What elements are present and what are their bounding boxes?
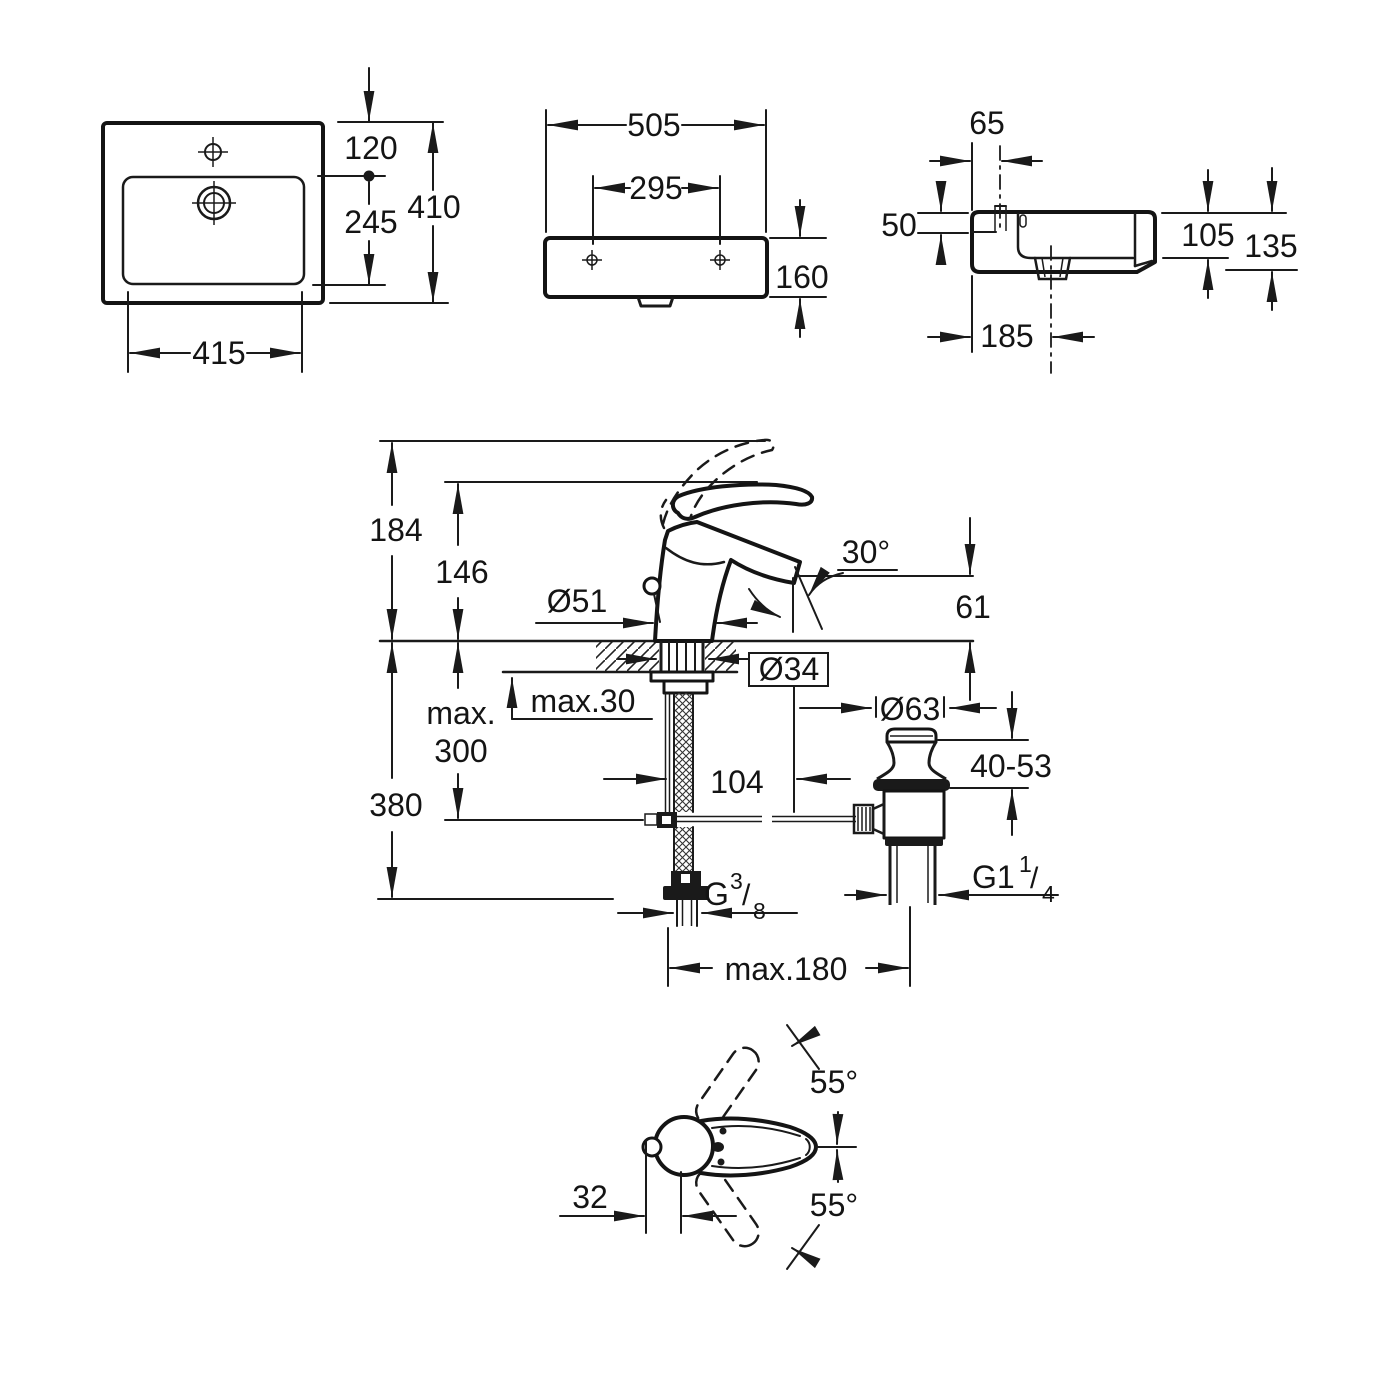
dim-max300-prefix: max. <box>426 695 495 731</box>
dim-max300: max. 300 <box>426 642 644 821</box>
faucet-handle-raised <box>659 438 775 530</box>
dim-185-label: 185 <box>980 318 1033 354</box>
handle-cap <box>653 1115 715 1177</box>
dim-120-label: 120 <box>344 130 397 166</box>
dim-d34-label: Ø34 <box>759 651 819 687</box>
swing-up-annotation: 55° <box>786 1024 858 1100</box>
handle-raised-position <box>694 1046 760 1127</box>
dim-120-245: 120 245 <box>312 67 444 286</box>
bowl-section <box>1016 212 1135 260</box>
g38-sup: 3 <box>730 868 743 894</box>
pullrod-knob <box>642 576 662 596</box>
mounting-shank <box>649 641 715 695</box>
dim-185: 185 <box>927 275 1095 354</box>
dim-d34: Ø34 <box>617 651 829 813</box>
drain-section <box>1033 256 1072 281</box>
dim-max30-label: max.30 <box>531 683 636 719</box>
popup-waste-valve <box>852 727 950 905</box>
basin-front-view: 505 295 160 <box>543 107 829 338</box>
dim-415-label: 415 <box>192 335 245 371</box>
dim-65-label: 65 <box>969 105 1005 141</box>
swing-down-annotation: 55° <box>786 1187 858 1270</box>
dim-55down-label: 55° <box>810 1187 858 1223</box>
pullrod-upper <box>653 593 661 623</box>
dim-295-label: 295 <box>629 170 682 206</box>
dim-50-label: 50 <box>881 207 917 243</box>
basin-plan-view: 120 245 410 415 <box>101 67 461 373</box>
dim-d63-label: Ø63 <box>880 691 940 727</box>
g114-main: G1 <box>972 859 1015 895</box>
tap-hole-symbol <box>198 137 228 167</box>
dim-146-label: 146 <box>435 554 488 590</box>
spout-angle-annotation: 30° <box>748 534 898 633</box>
faucet-body <box>653 520 802 643</box>
dim-max180: max.180 <box>667 906 911 987</box>
dim-295: 295 <box>592 170 721 245</box>
dim-50: 50 <box>881 181 969 265</box>
dim-55up-label: 55° <box>810 1064 858 1100</box>
g114-sub: 4 <box>1042 881 1055 907</box>
dim-65: 65 <box>929 105 1043 211</box>
blade-tip-detail <box>805 1138 811 1156</box>
dim-4053-label: 40-53 <box>970 748 1052 784</box>
dim-135-label: 135 <box>1244 228 1297 264</box>
dim-105-label: 105 <box>1181 217 1234 253</box>
dim-410: 410 <box>329 122 461 304</box>
dim-105-135: 105 135 <box>1161 167 1298 311</box>
dim-4053: 40-53 <box>937 691 1052 836</box>
dim-505: 505 <box>545 107 767 233</box>
dim-380: 380 <box>369 642 614 900</box>
dim-380-label: 380 <box>369 787 422 823</box>
dim-505-label: 505 <box>627 107 680 143</box>
faucet-handle <box>670 482 815 521</box>
overflow-mark <box>1019 214 1027 228</box>
dim-30deg-label: 30° <box>842 534 890 570</box>
dim-d51-label: Ø51 <box>547 583 607 619</box>
drain-symbol <box>192 181 236 225</box>
mount-hole-left <box>582 250 602 270</box>
g114-slash: / <box>1030 862 1039 895</box>
dim-410-label: 410 <box>407 189 460 225</box>
dim-104: 104 <box>603 764 851 800</box>
supply-hose <box>663 692 709 927</box>
pullrod-horizontal <box>644 812 856 828</box>
faucet-front-view: 30° 184 146 380 max. 300 <box>369 438 1059 987</box>
dim-415: 415 <box>127 291 303 373</box>
blade-detail-bottom <box>711 1157 801 1169</box>
g114-sup: 1 <box>1019 851 1032 877</box>
g38-sub: 8 <box>753 898 766 924</box>
dim-245-label: 245 <box>344 204 397 240</box>
blade-detail-top <box>711 1125 801 1137</box>
g38-slash: / <box>742 879 751 912</box>
dim-160: 160 <box>769 199 829 338</box>
handle-rod-knob <box>641 1136 663 1158</box>
basin-side-view: 65 50 105 135 185 <box>881 105 1298 374</box>
dim-184-label: 184 <box>369 512 422 548</box>
dim-d51: Ø51 <box>535 583 758 629</box>
dim-104-label: 104 <box>710 764 763 800</box>
dim-184: 184 <box>369 442 423 640</box>
dim-61: 61 <box>955 517 991 701</box>
drain-boss <box>636 296 675 308</box>
swing-centerline <box>815 1111 857 1183</box>
dim-max300-label: 300 <box>434 733 487 769</box>
dim-g114: G1 1 / 4 <box>844 851 1059 907</box>
dim-32: 32 <box>559 1139 737 1234</box>
basin-front-outline <box>543 236 769 299</box>
dim-max180-label: max.180 <box>725 951 848 987</box>
dim-32-label: 32 <box>572 1179 608 1215</box>
mount-hole-right <box>710 250 730 270</box>
bowl-outline <box>121 175 306 286</box>
g38-main: G <box>704 876 729 912</box>
dim-160-label: 160 <box>775 259 828 295</box>
basin-side-outline <box>970 210 1157 274</box>
dim-max30: max.30 <box>506 677 653 720</box>
handle-top-view: 55° 55° 32 <box>559 1024 858 1270</box>
dim-61-label: 61 <box>955 589 991 625</box>
faucet-neck-curve <box>664 546 726 566</box>
dim-g38: G 3 / 8 <box>617 868 798 924</box>
dim-146: 146 <box>435 483 489 640</box>
dim-d63: Ø63 <box>799 691 997 727</box>
